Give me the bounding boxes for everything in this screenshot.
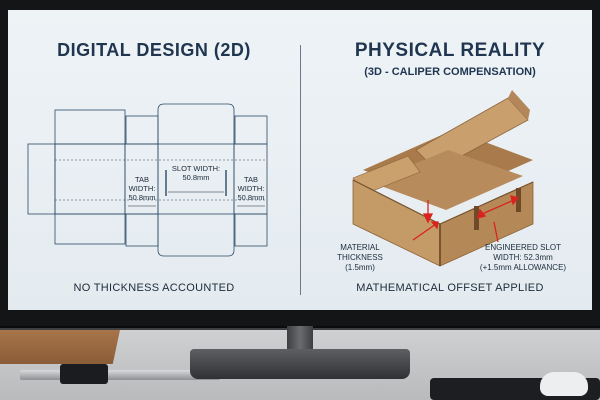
tab-width-left-line2: WIDTH: (129, 184, 156, 193)
slot-width-line1: SLOT WIDTH: (172, 164, 220, 173)
caliper-display (60, 364, 108, 384)
engineered-slot-line1: ENGINEERED SLOT (485, 243, 561, 252)
monitor-bezel: DIGITAL DESIGN (2D) PHYSICAL REALITY (3D… (0, 0, 600, 328)
dieline-diagram: TAB WIDTH: 50.8mm SLOT WIDTH: 50.8mm TAB… (27, 103, 268, 257)
slot-width-line2: 50.8mm (182, 173, 209, 182)
callout-arrows (412, 195, 520, 243)
left-panel-footer: NO THICKNESS ACCOUNTED (73, 282, 235, 294)
material-thickness-line1: MATERIAL (340, 243, 380, 252)
engineered-slot-line3: (+1.5mm ALLOWANCE) (480, 263, 567, 272)
dieline-outline (27, 103, 268, 257)
dimension-arrows (128, 191, 265, 207)
tab-width-left-line3: 50.8mm (128, 193, 155, 202)
engineered-slot-line2: WIDTH: 52.3mm (493, 253, 553, 262)
tab-width-right-line2: WIDTH: (238, 184, 265, 193)
material-thickness-line3: (1.5mm) (345, 263, 375, 272)
tab-width-right-line1: TAB (244, 175, 258, 184)
cardboard-box-illustration: MATERIAL THICKNESS (1.5mm) ENGINEERED SL… (337, 90, 567, 272)
left-panel-title: DIGITAL DESIGN (2D) (57, 40, 251, 60)
computer-mouse (540, 372, 588, 396)
material-thickness-line2: THICKNESS (337, 253, 383, 262)
tab-width-left-line1: TAB (135, 175, 149, 184)
caliper-tool (20, 370, 220, 380)
monitor-stand-neck (287, 326, 313, 352)
cardboard-box (352, 90, 534, 267)
right-panel-footer: MATHEMATICAL OFFSET APPLIED (356, 282, 544, 294)
tab-width-right-line3: 50.8mm (237, 193, 264, 202)
panel-divider (300, 45, 301, 295)
monitor-screen: DIGITAL DESIGN (2D) PHYSICAL REALITY (3D… (8, 10, 592, 310)
cardboard-scrap (0, 330, 120, 364)
right-panel-subtitle: (3D - CALIPER COMPENSATION) (364, 66, 536, 78)
monitor-stand-base (190, 349, 410, 379)
fold-lines (55, 159, 267, 201)
right-panel-title: PHYSICAL REALITY (354, 40, 546, 61)
